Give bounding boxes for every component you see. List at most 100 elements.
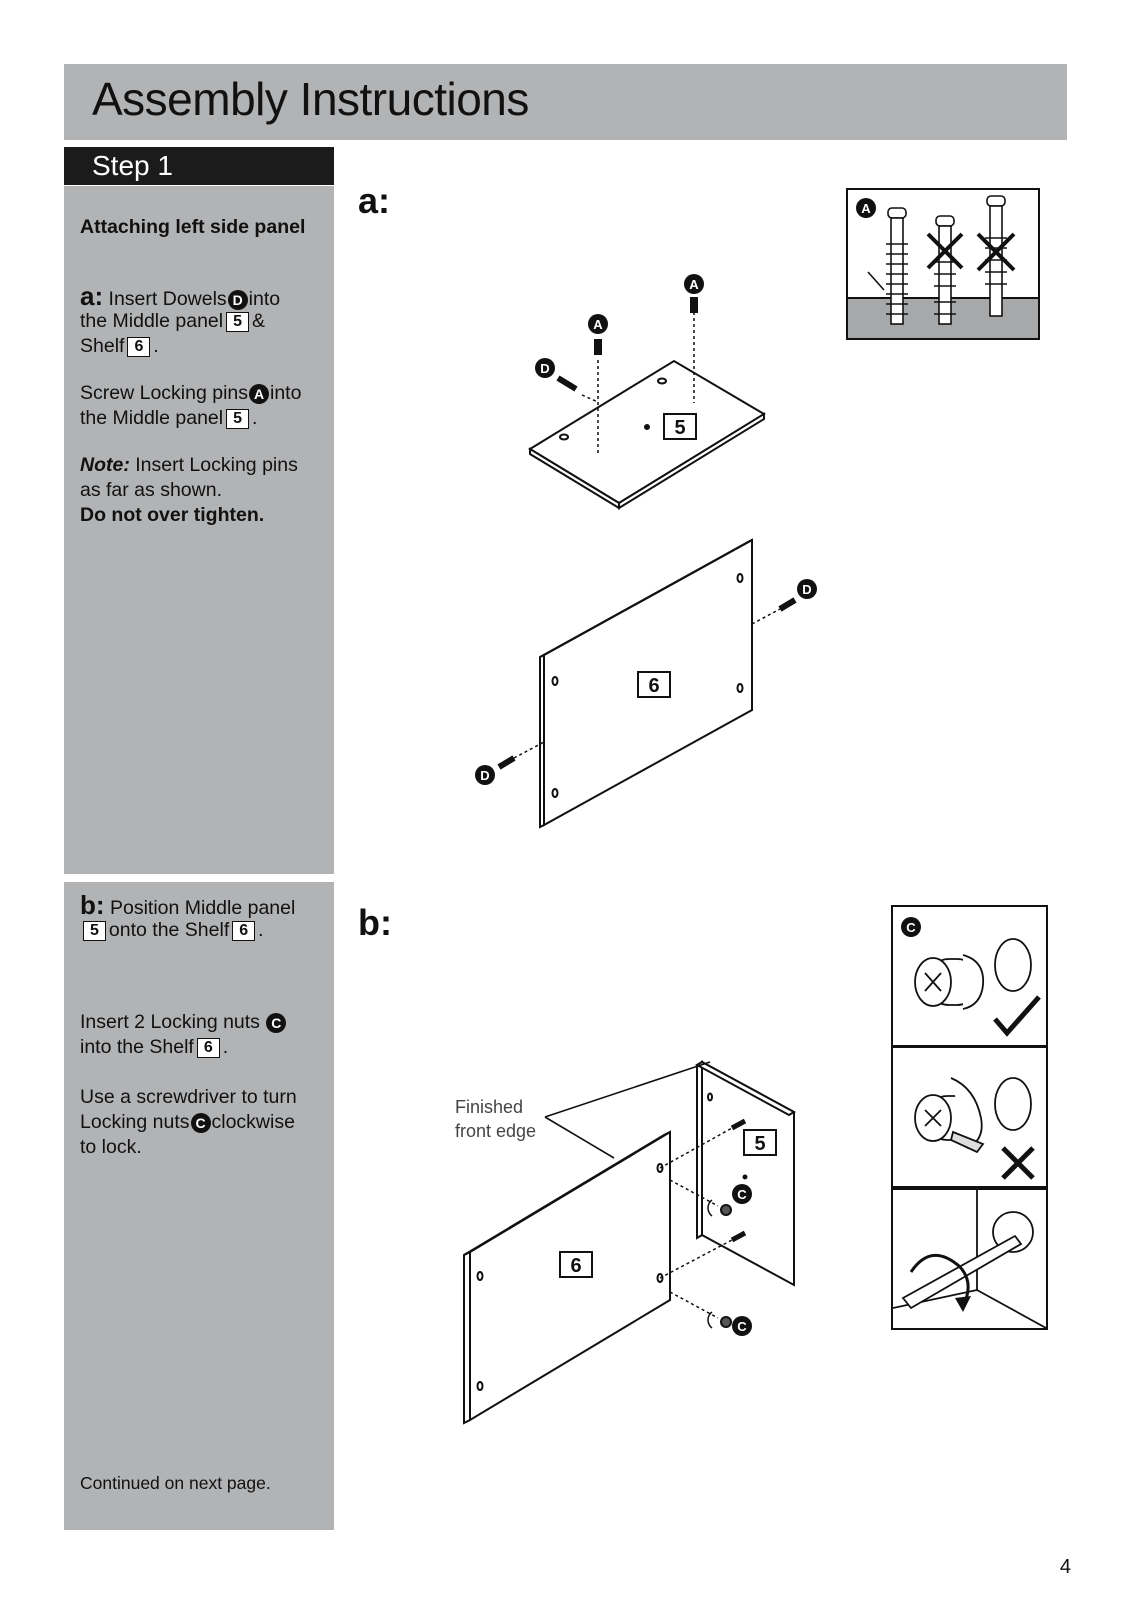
arrow-head [955, 1296, 971, 1312]
locking-pin [690, 297, 698, 313]
diagram-b-group [463, 1060, 797, 1425]
dowel [778, 597, 797, 612]
text: . [222, 1036, 229, 1058]
pin-head-view [994, 938, 1032, 992]
dowel-badge-circle [475, 765, 495, 785]
text: . [258, 919, 264, 941]
hole [551, 788, 559, 798]
check-mark-icon [993, 995, 1041, 1037]
pin-badge-circle [856, 198, 876, 218]
locking-pin [594, 339, 602, 355]
section-b-tool-line-3: to lock. [80, 1136, 142, 1158]
shelf-panel-edge [463, 1250, 471, 1425]
nut-badge-circle [732, 1316, 752, 1336]
diagram-a-label: a: [358, 180, 391, 221]
shelf-badge: 6 [232, 920, 256, 941]
pin-depth-diagram: A [848, 195, 1038, 338]
badge-6 [559, 1251, 593, 1278]
screwdriver-shaft [901, 1234, 1023, 1310]
middle-panel-badge: 5 [83, 920, 106, 941]
guide-line [751, 608, 781, 625]
pin-depth-inset: A [846, 188, 1040, 340]
text: into [270, 382, 302, 404]
note-line-1: Note: Insert Locking pins [80, 453, 298, 478]
section-b-tool-line-1: Use a screwdriver to turn [80, 1086, 297, 1108]
text: Locking nuts [80, 1111, 190, 1133]
rotate-arrow [707, 1311, 713, 1329]
cross-mark-icon [1001, 1146, 1035, 1180]
rotate-arrow [707, 1199, 713, 1217]
text: into [248, 288, 281, 310]
nut-correct-diagram: C [901, 917, 1041, 1037]
hole [657, 377, 667, 385]
note-line-2: as far as shown. [80, 479, 222, 501]
hole [736, 573, 744, 583]
instructions-panel-a [64, 186, 334, 874]
shelf-panel-top-edge [463, 1131, 671, 1256]
shelf-panel-edge [539, 653, 545, 829]
nut-badge-circle [901, 917, 921, 937]
diagram-a-badges: 5 6 A A D D D [475, 274, 817, 785]
page-title: Assembly Instructions [92, 73, 529, 125]
badge-5-text: 5 [674, 417, 685, 439]
nut-cam [962, 954, 985, 1010]
nut-slot [924, 1109, 942, 1127]
finished-edge-label-1: Finished [455, 1097, 523, 1117]
pin-shaft [890, 217, 904, 325]
text: Insert Locking pins [135, 454, 298, 476]
step-label: Step 1 [92, 150, 173, 181]
nut-part-badge: C [266, 1012, 287, 1033]
hole [559, 433, 569, 441]
pin-head [935, 215, 955, 227]
cross-mark-icon [926, 232, 964, 270]
locking-nut [720, 1204, 732, 1216]
dowel-badge-text: D [540, 361, 549, 376]
hole [476, 1381, 484, 1391]
nut-part-badge: C [190, 1112, 211, 1133]
badge-6-text: 6 [570, 1255, 581, 1277]
nut-wrong-inset [891, 1046, 1048, 1188]
rotate-clockwise-arrow [909, 1253, 970, 1307]
middle-panel-badge: 5 [226, 408, 250, 429]
text: Insert Dowels [108, 288, 227, 310]
pin-part-badge: A [249, 383, 269, 404]
text: . [153, 335, 159, 357]
locking-nut-drawing [914, 1077, 985, 1154]
locking-nut-drawing [914, 954, 985, 1010]
screwdriver-inset [891, 1188, 1048, 1330]
nut-wrong-diagram [914, 1077, 1035, 1180]
hole [736, 683, 744, 693]
diagram-b-label: b: [358, 902, 392, 943]
section-a-prefix: a: [80, 281, 104, 311]
section-b-line-1: b: Position Middle panel [80, 892, 295, 921]
badge-6 [637, 671, 671, 698]
locking-nut [720, 1316, 732, 1328]
text: . [252, 407, 258, 429]
text: Shelf [80, 335, 125, 357]
dowel [556, 375, 578, 392]
diagram-b-badges: 5 6 C C Finished front edge [455, 1097, 777, 1336]
badge-6-text: 6 [648, 675, 659, 697]
hole [656, 1163, 664, 1173]
dowel-badge-text: D [480, 768, 489, 783]
pin-badge-text: A [593, 317, 603, 332]
middle-panel-top-edge [694, 1060, 797, 1117]
shelf-panel-top-edge [539, 539, 753, 658]
text: the Middle panel [80, 310, 224, 332]
shelf-badge: 6 [127, 336, 151, 357]
screwdriver-diagram [893, 1190, 1046, 1328]
annotation-line [544, 1116, 615, 1159]
step-tab: Step 1 [64, 147, 334, 185]
panel-edge [893, 1289, 978, 1309]
dowel-badge-circle [797, 579, 817, 599]
section-b-nuts-line-1: Insert 2 Locking nuts C [80, 1010, 287, 1035]
text: the Middle panel [80, 407, 224, 429]
pin-shaft [938, 225, 952, 325]
guide-line [659, 1127, 733, 1169]
